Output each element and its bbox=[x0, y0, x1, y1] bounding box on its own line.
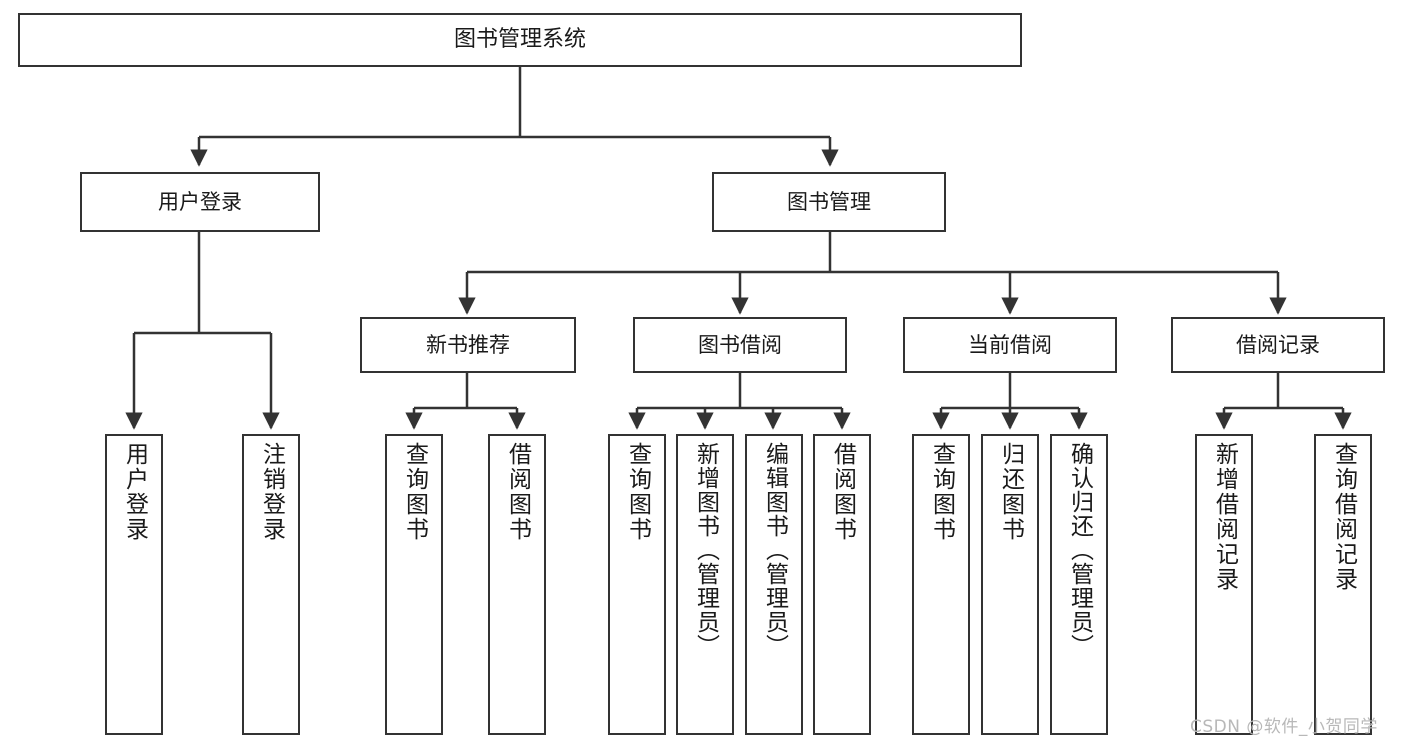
node-book-management[interactable]: 图书管理 bbox=[712, 172, 946, 232]
node-label: 用户登录 bbox=[121, 442, 148, 542]
node-borrow-records[interactable]: 借阅记录 bbox=[1171, 317, 1385, 373]
node-label: 查询借阅记录 bbox=[1330, 442, 1357, 592]
leaf-book-borrow-add-book-admin[interactable]: 新增图书（管理员） bbox=[676, 434, 734, 735]
node-label: 新增借阅记录 bbox=[1211, 442, 1238, 592]
watermark-text: CSDN @软件_小贺同学 bbox=[1190, 717, 1378, 737]
node-label: 图书管理系统 bbox=[453, 27, 586, 53]
node-label: 图书管理 bbox=[787, 189, 871, 214]
node-label: 查询图书 bbox=[928, 442, 955, 542]
node-label: 新增图书（管理员） bbox=[692, 442, 719, 658]
leaf-new-book-borrow-books[interactable]: 借阅图书 bbox=[488, 434, 546, 735]
node-current-borrow[interactable]: 当前借阅 bbox=[903, 317, 1117, 373]
leaf-book-borrow-query-books[interactable]: 查询图书 bbox=[608, 434, 666, 735]
node-label: 新书推荐 bbox=[426, 332, 510, 357]
leaf-book-borrow-edit-book-admin[interactable]: 编辑图书（管理员） bbox=[745, 434, 803, 735]
node-label: 查询图书 bbox=[401, 442, 428, 542]
leaf-new-book-query-books[interactable]: 查询图书 bbox=[385, 434, 443, 735]
node-label: 借阅图书 bbox=[504, 442, 531, 542]
leaf-user-login-login[interactable]: 用户登录 bbox=[105, 434, 163, 735]
node-label: 注销登录 bbox=[258, 442, 285, 542]
node-label: 编辑图书（管理员） bbox=[761, 442, 788, 658]
node-label: 归还图书 bbox=[997, 442, 1024, 542]
leaf-current-borrow-confirm-return-admin[interactable]: 确认归还（管理员） bbox=[1050, 434, 1108, 735]
node-label: 用户登录 bbox=[158, 189, 242, 214]
node-new-book-recommend[interactable]: 新书推荐 bbox=[360, 317, 576, 373]
node-label: 图书借阅 bbox=[698, 332, 782, 357]
node-book-borrow[interactable]: 图书借阅 bbox=[633, 317, 847, 373]
node-label: 借阅图书 bbox=[829, 442, 856, 542]
node-label: 确认归还（管理员） bbox=[1066, 442, 1093, 658]
node-label: 查询图书 bbox=[624, 442, 651, 542]
leaf-borrow-records-query-record[interactable]: 查询借阅记录 bbox=[1314, 434, 1372, 735]
leaf-borrow-records-add-record[interactable]: 新增借阅记录 bbox=[1195, 434, 1253, 735]
node-label: 当前借阅 bbox=[968, 332, 1052, 357]
leaf-current-borrow-query-books[interactable]: 查询图书 bbox=[912, 434, 970, 735]
leaf-book-borrow-borrow-books[interactable]: 借阅图书 bbox=[813, 434, 871, 735]
node-user-login[interactable]: 用户登录 bbox=[80, 172, 320, 232]
node-root-book-management-system[interactable]: 图书管理系统 bbox=[18, 13, 1022, 67]
leaf-user-login-logout[interactable]: 注销登录 bbox=[242, 434, 300, 735]
node-label: 借阅记录 bbox=[1236, 332, 1320, 357]
leaf-current-borrow-return-books[interactable]: 归还图书 bbox=[981, 434, 1039, 735]
